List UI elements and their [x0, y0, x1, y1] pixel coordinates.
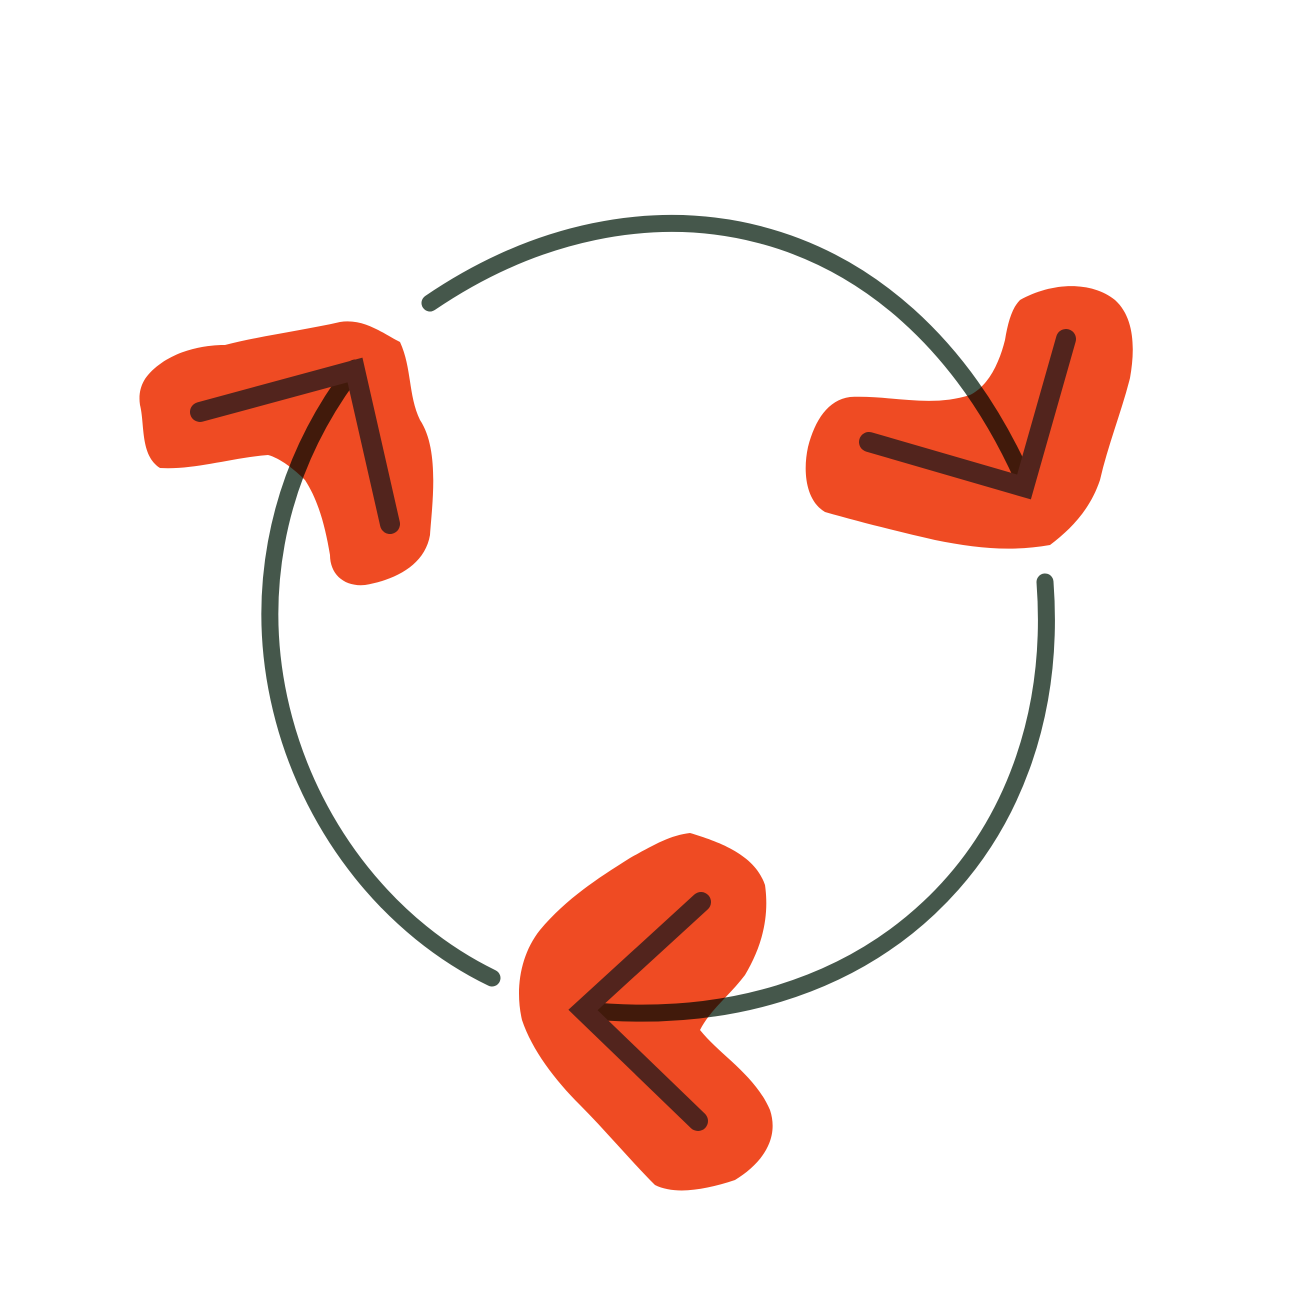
arrowhead-top-left: [190, 357, 400, 534]
arc-segment-top-right: [421, 215, 1032, 487]
highlight-blob-right: [805, 286, 1133, 549]
highlight-blob-bottom: [519, 833, 773, 1191]
arrowheads: [190, 329, 1076, 1131]
arrowhead-bottom: [568, 892, 711, 1131]
arrowhead-right: [859, 329, 1076, 500]
highlight-blobs: [139, 286, 1133, 1191]
